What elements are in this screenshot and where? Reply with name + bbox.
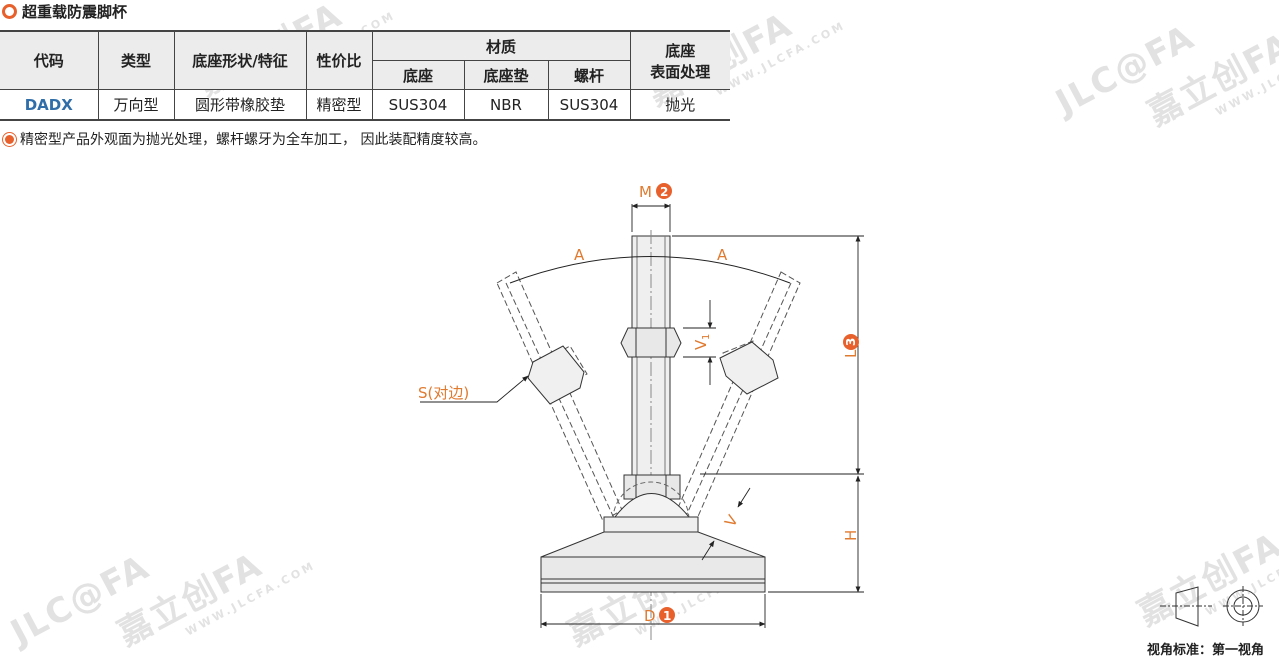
dot-bullet-icon	[5, 134, 14, 144]
cell-shape: 圆形带橡胶垫	[173, 89, 307, 121]
section-title: 超重载防震脚杯	[2, 1, 127, 21]
table-subheader-row: 底座 底座垫 螺杆	[0, 60, 730, 90]
cell-type: 万向型	[97, 89, 175, 121]
dim-badge-d: 1	[663, 609, 671, 623]
dim-badge-l: 3	[844, 338, 858, 346]
dim-badge-m-bg	[656, 183, 672, 199]
dim-label-v1: V	[692, 339, 710, 350]
dim-label-m: M	[639, 183, 652, 201]
tilted-nut-right	[719, 341, 779, 395]
header-surface: 底座 表面处理	[629, 30, 730, 90]
cell-mat-base: SUS304	[371, 89, 465, 121]
cell-code[interactable]: DADX	[0, 89, 99, 121]
spec-table: 代码 类型 底座形状/特征 性价比 材质 底座 表面处理 底座 底座垫 螺杆 D…	[0, 30, 730, 121]
cell-mat-pad: NBR	[463, 89, 549, 121]
dim-badge-l-bg	[843, 334, 859, 350]
cell-mat-screw: SUS304	[547, 89, 631, 121]
tilted-shaft-right	[676, 271, 801, 522]
header-shape: 底座形状/特征	[173, 30, 307, 90]
dim-label-s: S(对边)	[418, 384, 469, 402]
dim-badge-d-bg	[659, 607, 675, 623]
dim-label-a-left: A	[574, 246, 585, 264]
dim-badge-m: 2	[660, 185, 668, 199]
cell-value: 精密型	[305, 89, 373, 121]
tilted-nut-left	[527, 345, 585, 405]
dim-label-a-right: A	[717, 246, 728, 264]
header-code: 代码	[0, 30, 99, 90]
header-material: 材质	[371, 30, 631, 61]
note: 精密型产品外观面为抛光处理，螺杆螺牙为全车加工， 因此装配精度较高。	[2, 129, 486, 149]
circle-bullet-icon	[2, 3, 17, 19]
dim-label-v1-sub: 1	[701, 334, 712, 340]
header-mat-base: 底座	[372, 60, 465, 90]
header-value: 性价比	[305, 30, 373, 90]
view-standard-label: 视角标准：第一视角	[1147, 643, 1265, 658]
section-title-text: 超重载防震脚杯	[22, 2, 128, 21]
dim-label-d: D	[644, 607, 656, 625]
dim-label-h: H	[842, 530, 860, 541]
header-surface-line1: 底座	[665, 41, 696, 60]
hex-nut	[620, 327, 682, 358]
base-plate	[540, 556, 766, 593]
table-row: DADX 万向型 圆形带橡胶垫 精密型 SUS304 NBR SUS304 抛光	[0, 89, 730, 121]
table-header-row: 代码 类型 底座形状/特征 性价比 材质 底座 表面处理	[0, 30, 730, 90]
cell-surface: 抛光	[629, 89, 730, 121]
first-angle-projection-icon	[1160, 586, 1263, 627]
header-surface-line2: 表面处理	[650, 62, 711, 81]
dim-label-l: L	[842, 349, 860, 358]
angle-arc	[509, 256, 791, 284]
ball-joint	[614, 493, 690, 518]
dim-label-v: V	[721, 511, 742, 530]
note-text: 精密型产品外观面为抛光处理，螺杆螺牙为全车加工， 因此装配精度较高。	[20, 132, 487, 148]
header-mat-screw: 螺杆	[547, 60, 631, 90]
base-body	[540, 531, 766, 558]
base-top	[603, 516, 699, 533]
header-type: 类型	[97, 30, 175, 90]
